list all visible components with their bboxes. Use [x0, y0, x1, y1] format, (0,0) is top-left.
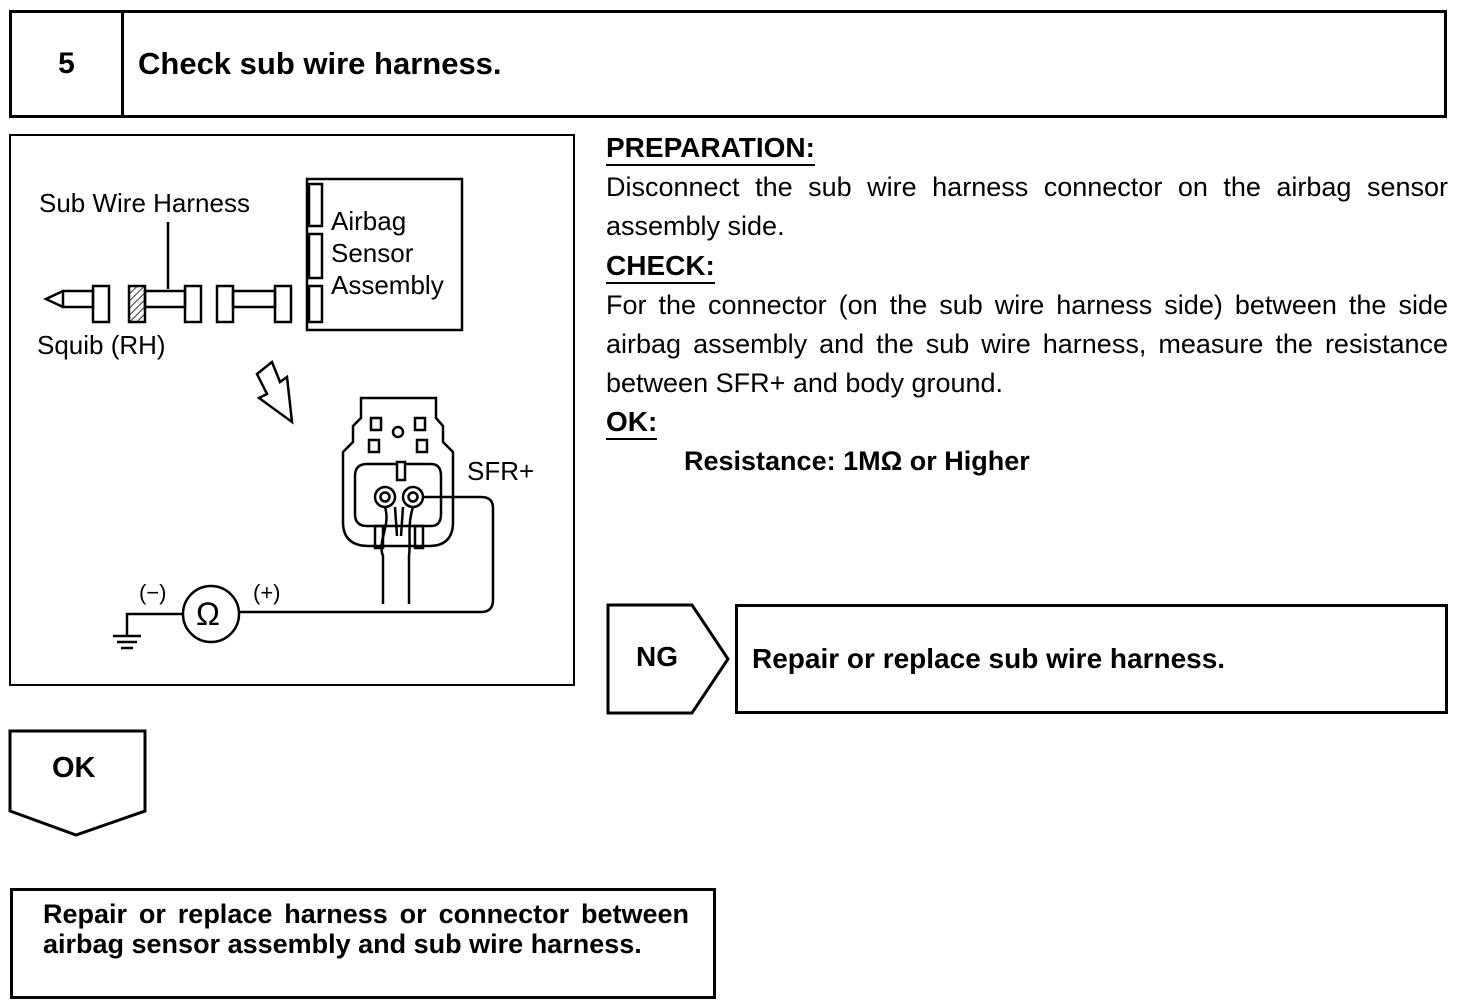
ok-label: OK — [52, 752, 96, 784]
label-plus-terminal: (+) — [253, 580, 281, 605]
airbag-sensor-assembly-block — [305, 177, 464, 332]
ng-action-box: Repair or replace sub wire harness. — [735, 604, 1448, 714]
step-number: 5 — [12, 13, 124, 115]
diagram-drawing — [43, 177, 495, 650]
ok-heading: OK: — [606, 406, 658, 440]
check-heading: CHECK: — [606, 250, 715, 284]
ok-arrow-icon — [8, 729, 147, 837]
sub-harness-connector — [127, 284, 203, 324]
ok-spec: Resistance: 1MΩ or Higher — [684, 446, 1030, 476]
label-assembly: Assembly — [331, 270, 444, 300]
label-sensor: Sensor — [331, 238, 414, 268]
label-minus-terminal: (−) — [139, 580, 167, 605]
step-title: Check sub wire harness. — [138, 46, 502, 81]
connector-front-view — [341, 396, 455, 604]
ok-action-text: Repair or replace harness or connector b… — [43, 899, 689, 959]
label-squib: Squib (RH) — [37, 330, 166, 360]
ok-action-box: Repair or replace harness or connector b… — [10, 888, 716, 999]
sensor-side-connector — [215, 284, 293, 324]
ng-arrow-icon — [606, 603, 730, 715]
measurement-circuit — [113, 495, 495, 650]
ng-label: NG — [636, 641, 678, 672]
label-sfr-plus: SFR+ — [467, 456, 535, 486]
label-sub-wire-harness: Sub Wire Harness — [39, 188, 250, 218]
step-header: 5 Check sub wire harness. — [9, 10, 1447, 118]
squib-connector — [43, 284, 111, 324]
ng-action-text: Repair or replace sub wire harness. — [752, 643, 1226, 674]
check-text: For the connector (on the sub wire harne… — [606, 290, 1448, 398]
ohm-symbol: Ω — [196, 596, 220, 632]
preparation-heading: PREPARATION: — [606, 132, 815, 166]
wiring-diagram: Sub Wire Harness Airbag Sensor Assembly … — [9, 134, 575, 686]
label-airbag: Airbag — [331, 206, 407, 236]
preparation-text: Disconnect the sub wire harness connecto… — [606, 172, 1448, 241]
direction-arrow-icon — [255, 359, 294, 425]
